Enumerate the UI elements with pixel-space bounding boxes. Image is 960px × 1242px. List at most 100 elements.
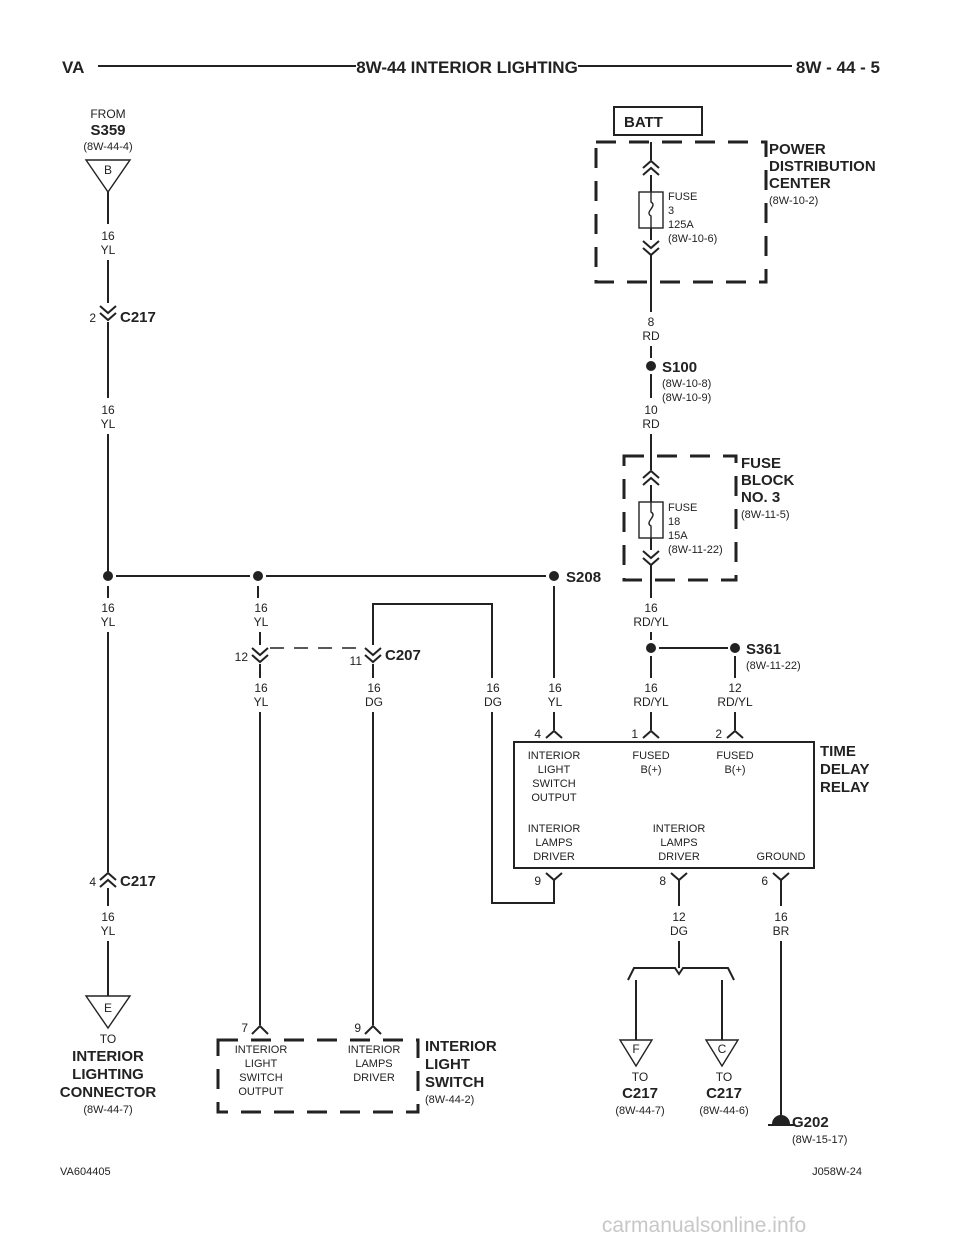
mid-wire-a-color: YL [254, 615, 269, 629]
dg-out-color: DG [670, 924, 688, 938]
switch-pin9-chevron [364, 1024, 382, 1035]
fuse-18-element [648, 502, 654, 538]
switch-t2-l1: INTERIOR [348, 1044, 401, 1056]
dg-loop-top [372, 603, 493, 678]
rd-wires: 8 RD S100 (8W-10-8) (8W-10-9) 10 RD [642, 255, 711, 470]
relay-box [513, 741, 815, 869]
mid-wire-dg-loop: 11 C207 16 DG 16 DG [350, 603, 555, 1025]
to-c217-f-block: F TO C217 (8W-44-7) [615, 1039, 665, 1117]
relay-title-2: DELAY [820, 761, 869, 778]
pdc-title-line1: POWER [769, 141, 826, 158]
c207-left-chevron-2 [251, 654, 269, 664]
relay-pin6: 6 [761, 874, 768, 888]
fuse-18-label: FUSE [668, 502, 697, 514]
c207-left-chevron-1 [251, 647, 269, 657]
left-wire-gauge-2: 16 [101, 403, 115, 417]
c217-top-chevron-2 [99, 312, 117, 322]
s100-dot [646, 361, 656, 371]
switch-t1-l4: OUTPUT [238, 1086, 284, 1098]
rd-wire-gauge-2: 10 [644, 403, 658, 417]
rd-wire-gauge-1: 8 [648, 315, 655, 329]
switch-t1-l2: LIGHT [245, 1058, 278, 1070]
interior-lighting-line1: INTERIOR [72, 1048, 144, 1065]
interior-lighting-ref: (8W-44-7) [83, 1104, 132, 1116]
switch-t2-l2: LAMPS [355, 1058, 392, 1070]
relay-output-br: 16 BR G202 (8W-15-17) [768, 880, 847, 1146]
rdyl-wire-f-color: RD/YL [633, 695, 669, 709]
switch-dashed-box [216, 1038, 420, 1114]
c217-top-name: C217 [120, 309, 156, 326]
mid-wire-b-color: YL [254, 695, 269, 709]
connector-pin-f: F [632, 1042, 639, 1056]
relay-t1-l1: INTERIOR [528, 750, 581, 762]
switch-pin7: 7 [241, 1021, 248, 1035]
relay-t2-l1: FUSED [632, 750, 669, 762]
page-header: VA 8W-44 INTERIOR LIGHTING 8W - 44 - 5 [62, 58, 880, 77]
pdc-chevron-top-1 [642, 159, 660, 169]
relay-title-3: RELAY [820, 779, 869, 796]
fb-chevron-top-1 [642, 469, 660, 479]
pdc-dashed-box [594, 140, 768, 284]
to-label-f: TO [632, 1070, 648, 1084]
c207-pin-right: 11 [350, 654, 363, 668]
mid-wire-a: 16 YL 12 16 YL [235, 586, 362, 1025]
fuse-3-amp: 125A [668, 219, 694, 231]
pdc-title-line3: CENTER [769, 175, 831, 192]
to-label-c: TO [716, 1070, 732, 1084]
s208-label: S208 [566, 569, 601, 586]
relay-title-1: TIME [820, 743, 856, 760]
relay-b1-l3: DRIVER [533, 851, 575, 863]
relay-pin8-chevron [670, 872, 688, 882]
relay-pin4-chevron [545, 729, 563, 739]
rdyl-wire-color: RD/YL [633, 615, 669, 629]
connector-pin-e: E [104, 1001, 112, 1015]
g202-label: G202 [792, 1114, 829, 1131]
pdc-chevron-bot-1 [642, 240, 660, 250]
s361-label: S361 [746, 641, 781, 658]
relay-pin4: 4 [534, 727, 541, 741]
fb-chevron-top-2 [642, 476, 660, 486]
mid-wire-d-gauge: 16 [486, 681, 500, 695]
s100-label: S100 [662, 359, 697, 376]
fuse-3-element [648, 192, 654, 228]
relay-pin2: 2 [715, 727, 722, 741]
to-interior-lighting-block: E TO INTERIOR LIGHTING CONNECTOR (8W-44-… [60, 995, 157, 1116]
fuse-block-title-1: FUSE [741, 455, 781, 472]
s100-ref-2: (8W-10-9) [662, 392, 711, 404]
relay-t3-l1: FUSED [716, 750, 753, 762]
fuse-18-amp: 15A [668, 530, 688, 542]
splice-dot-left [103, 571, 113, 581]
connector-triangle-c [704, 1039, 740, 1068]
relay-t1-l3: SWITCH [532, 778, 575, 790]
relay-b2-l3: DRIVER [658, 851, 700, 863]
br-out-gauge: 16 [774, 910, 788, 924]
c217-f-ref: (8W-44-7) [615, 1105, 664, 1117]
mid-wire-d-color: DG [484, 695, 502, 709]
fuse-block-dashed-box [622, 454, 738, 582]
left-wire-color-2: YL [101, 417, 116, 431]
s208-dot [549, 571, 559, 581]
from-s359-block: FROM S359 (8W-44-4) B [83, 107, 133, 194]
relay-pin9: 9 [534, 874, 541, 888]
footer-figure-id: VA604405 [60, 1166, 111, 1178]
switch-ref: (8W-44-2) [425, 1094, 474, 1106]
batt-box [613, 106, 703, 136]
time-delay-relay: 4 1 2 INTERIOR LIGHT SWITCH OUTPUT FUSED… [513, 727, 869, 888]
s100-ref-1: (8W-10-8) [662, 378, 711, 390]
rdyl-wire-g-color: RD/YL [717, 695, 753, 709]
left-wire-gauge-4: 16 [101, 910, 115, 924]
fuse-3-label: FUSE [668, 191, 697, 203]
rd-wire-color-1: RD [642, 329, 660, 343]
relay-pin2-chevron [726, 729, 744, 739]
s361-ref: (8W-11-22) [746, 660, 801, 672]
connector-triangle-e [84, 995, 132, 1030]
from-label: FROM [90, 107, 125, 121]
left-wire-color-3: YL [101, 615, 116, 629]
g202-ref: (8W-15-17) [792, 1134, 847, 1146]
interior-lighting-line3: CONNECTOR [60, 1084, 157, 1101]
relay-t3-l2: B(+) [724, 764, 745, 776]
switch-name-1: INTERIOR [425, 1038, 497, 1055]
yl-bus: S208 [116, 569, 601, 586]
mid-wire-c-gauge: 16 [367, 681, 381, 695]
c217-bot-pin: 4 [89, 875, 96, 889]
